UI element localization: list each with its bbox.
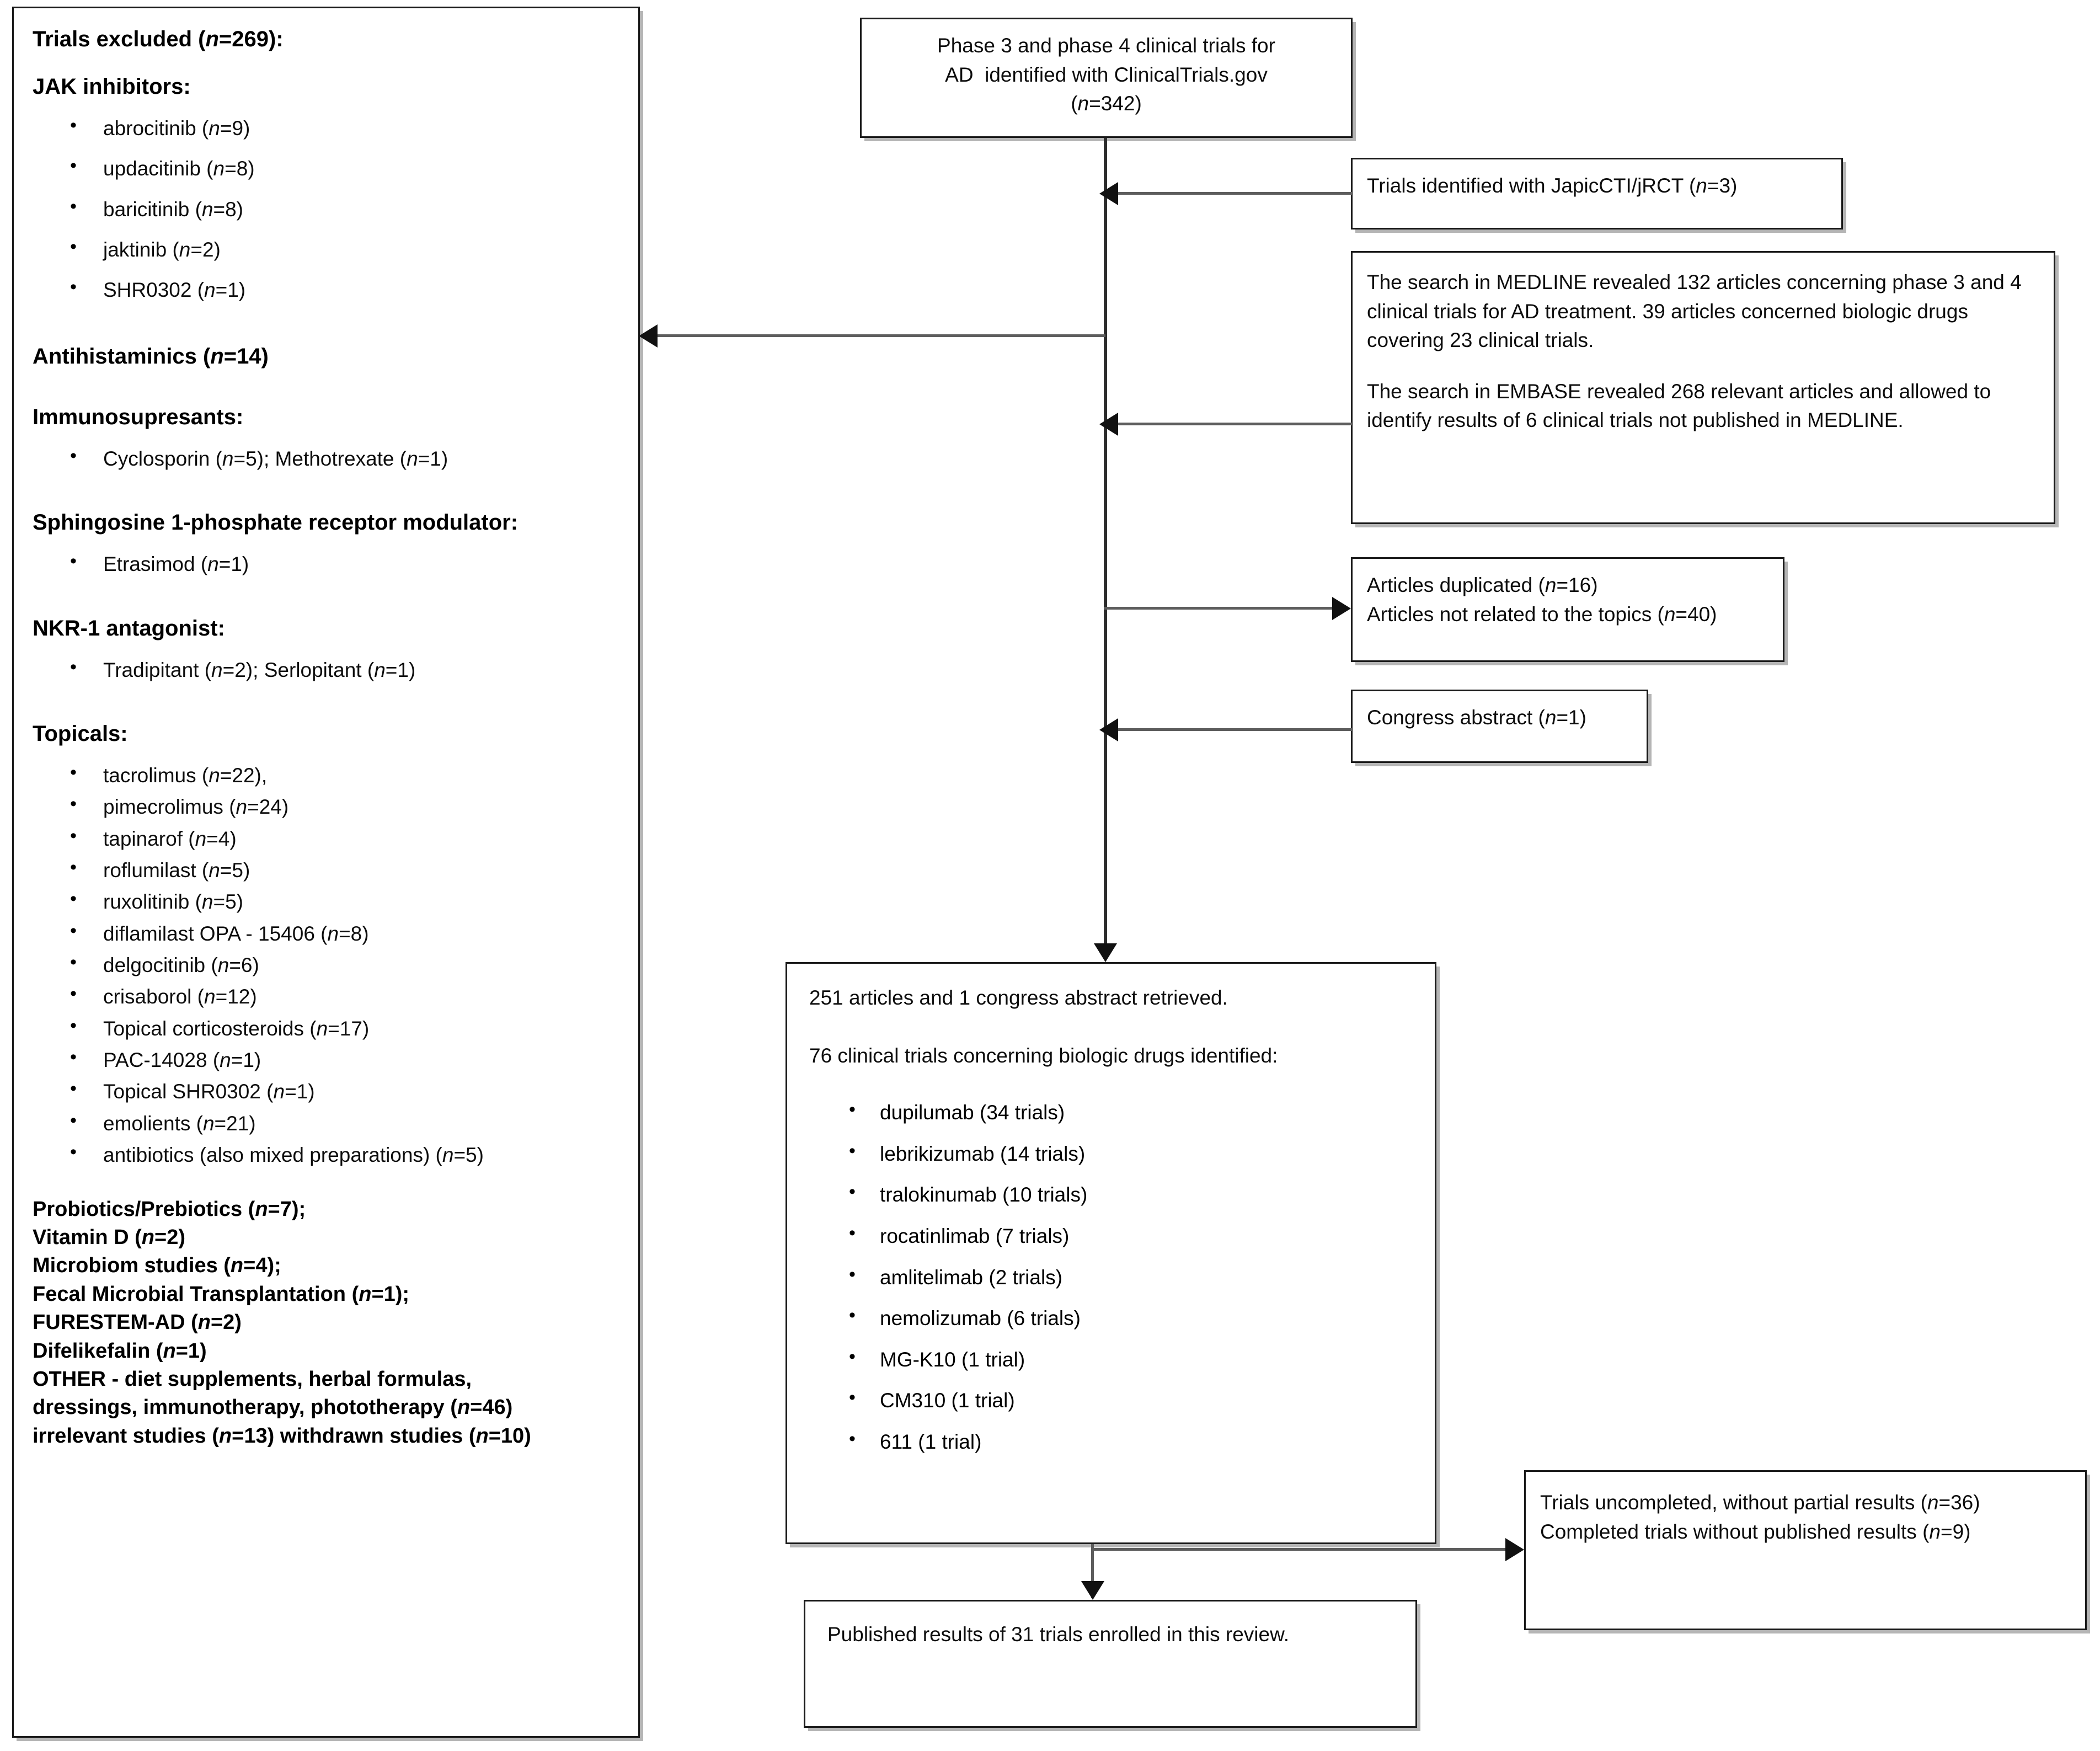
list-item: rocatinlimab (7 trials) <box>809 1221 1413 1265</box>
final-arrowhead-down <box>1081 1581 1104 1600</box>
group-label-topicals: Topicals: <box>33 721 128 746</box>
congress-arrowhead-left <box>1099 718 1118 741</box>
group-label-jak-inhibitors: JAK inhibitors: <box>33 74 191 99</box>
uncompleted-line-2: Completed trials without published resul… <box>1540 1520 1971 1543</box>
tail-line: Microbiom studies (n=4); <box>33 1254 281 1278</box>
trunk-arrowhead-down <box>1094 943 1117 962</box>
retrieved-paragraph-2: 76 clinical trials concerning biologic d… <box>809 1044 1278 1067</box>
tail-line: dressings, immunotherapy, phototherapy (… <box>33 1396 513 1419</box>
list-item: lebrikizumab (14 trials) <box>809 1139 1413 1183</box>
final-text: Published results of 31 trials enrolled … <box>827 1623 1290 1646</box>
bottom-trunk-vertical-line <box>1091 1544 1094 1598</box>
congress-text: Congress abstract (n=1) <box>1367 706 1586 729</box>
list-item: roflumilast (n=5) <box>33 856 619 889</box>
biologic-drugs-list: dupilumab (34 trials) lebrikizumab (14 t… <box>809 1098 1413 1471</box>
list-item: diflamilast OPA - 15406 (n=8) <box>33 919 619 952</box>
list-item: SHR0302 (n=1) <box>33 275 619 317</box>
list-item: Topical corticosteroids (n=17) <box>33 1014 619 1047</box>
trials-excluded-heading: Trials excluded (n=269): <box>33 27 284 51</box>
medline-paragraph: The search in MEDLINE revealed 132 artic… <box>1367 271 2028 352</box>
embase-connector-line <box>1107 423 1352 425</box>
list-item: updacitinib (n=8) <box>33 154 619 196</box>
japic-trials-box: Trials identified with JapicCTI/jRCT (n=… <box>1351 158 1843 229</box>
tail-line: Vitamin D (n=2) <box>33 1225 185 1249</box>
uncompleted-arrowhead-right <box>1505 1538 1524 1561</box>
list-item: antibiotics (also mixed preparations) (n… <box>33 1140 619 1173</box>
group-list-jak-inhibitors: abrocitinib (n=9) updacitinib (n=8) bari… <box>33 114 619 318</box>
tail-line: Probiotics/Prebiotics (n=7); <box>33 1197 306 1221</box>
source-line-3: (n=342) <box>1071 92 1142 115</box>
group-label-antihistaminics: Antihistaminics (n=14) <box>33 344 269 369</box>
tail-line: FURESTEM-AD (n=2) <box>33 1311 242 1334</box>
tail-line: OTHER - diet supplements, herbal formula… <box>33 1367 472 1391</box>
duplicates-connector-line <box>1104 607 1334 610</box>
trials-excluded-box: Trials excluded (n=269): JAK inhibitors:… <box>12 7 640 1738</box>
uncompleted-connector-line <box>1091 1548 1508 1551</box>
duplicates-line-1: Articles duplicated (n=16) <box>1367 574 1598 596</box>
list-item: Etrasimod (n=1) <box>33 549 619 583</box>
source-line-2: AD identified with ClinicalTrials.gov <box>945 63 1268 86</box>
list-item: tralokinumab (10 trials) <box>809 1180 1413 1224</box>
group-list-s1p-receptor-modulator: Etrasimod (n=1) <box>33 549 619 583</box>
list-item: MG-K10 (1 trial) <box>809 1345 1413 1389</box>
list-item: CM310 (1 trial) <box>809 1386 1413 1429</box>
list-item: crisaborol (n=12) <box>33 982 619 1015</box>
retrieved-articles-box: 251 articles and 1 congress abstract ret… <box>786 962 1436 1544</box>
list-item: emolients (n=21) <box>33 1109 619 1142</box>
embase-arrowhead-left <box>1099 413 1118 436</box>
uncompleted-line-1: Trials uncompleted, without partial resu… <box>1540 1491 1980 1514</box>
tail-line: Fecal Microbial Transplantation (n=1); <box>33 1282 410 1306</box>
list-item: tacrolimus (n=22), <box>33 761 619 794</box>
list-item: Cyclosporin (n=5); Methotrexate (n=1) <box>33 444 619 477</box>
final-results-box: Published results of 31 trials enrolled … <box>804 1600 1417 1728</box>
list-item: amlitelimab (2 trials) <box>809 1263 1413 1306</box>
trunk-vertical-line <box>1104 138 1107 955</box>
source-trials-box: Phase 3 and phase 4 clinical trials for … <box>860 18 1353 138</box>
excluded-arrowhead-left <box>639 324 658 348</box>
japic-text: Trials identified with JapicCTI/jRCT (n=… <box>1367 174 1738 197</box>
group-list-immunosupresants: Cyclosporin (n=5); Methotrexate (n=1) <box>33 444 619 477</box>
database-search-box: The search in MEDLINE revealed 132 artic… <box>1351 251 2055 524</box>
list-item: jaktinib (n=2) <box>33 235 619 277</box>
list-item: delgocitinib (n=6) <box>33 951 619 984</box>
excluded-connector-line <box>656 334 1105 337</box>
list-item: tapinarof (n=4) <box>33 824 619 857</box>
source-line-1: Phase 3 and phase 4 clinical trials for <box>937 34 1275 57</box>
duplicates-line-2: Articles not related to the topics (n=40… <box>1367 602 1717 626</box>
list-item: 611 (1 trial) <box>809 1427 1413 1471</box>
congress-abstract-box: Congress abstract (n=1) <box>1351 690 1648 763</box>
list-item: nemolizumab (6 trials) <box>809 1304 1413 1347</box>
excluded-tail-block: Probiotics/Prebiotics (n=7); Vitamin D (… <box>33 1196 619 1451</box>
list-item: Tradipitant (n=2); Serlopitant (n=1) <box>33 655 619 688</box>
japic-arrowhead-left <box>1099 182 1118 205</box>
list-item: ruxolitinib (n=5) <box>33 887 619 920</box>
uncompleted-trials-box: Trials uncompleted, without partial resu… <box>1524 1470 2087 1630</box>
list-item: pimecrolimus (n=24) <box>33 792 619 825</box>
group-list-topicals: tacrolimus (n=22), pimecrolimus (n=24) t… <box>33 761 619 1174</box>
articles-duplicated-box: Articles duplicated (n=16) Articles not … <box>1351 557 1784 662</box>
group-label-s1p-receptor-modulator: Sphingosine 1-phosphate receptor modulat… <box>33 510 519 535</box>
group-label-immunosupresants: Immunosupresants: <box>33 404 244 429</box>
list-item: baricitinib (n=8) <box>33 195 619 237</box>
retrieved-paragraph-1: 251 articles and 1 congress abstract ret… <box>809 986 1228 1009</box>
list-item: dupilumab (34 trials) <box>809 1098 1413 1141</box>
list-item: Topical SHR0302 (n=1) <box>33 1077 619 1110</box>
japic-connector-line <box>1107 192 1352 195</box>
list-item: abrocitinib (n=9) <box>33 114 619 156</box>
list-item: PAC-14028 (n=1) <box>33 1045 619 1079</box>
tail-line: irrelevant studies (n=13) withdrawn stud… <box>33 1424 531 1448</box>
group-list-nkr1-antagonist: Tradipitant (n=2); Serlopitant (n=1) <box>33 655 619 688</box>
duplicates-arrowhead-right <box>1332 597 1351 620</box>
embase-paragraph: The search in EMBASE revealed 268 releva… <box>1367 380 1997 432</box>
tail-line: Difelikefalin (n=1) <box>33 1339 207 1363</box>
group-label-nkr1-antagonist: NKR-1 antagonist: <box>33 616 225 640</box>
congress-connector-line <box>1107 728 1352 731</box>
